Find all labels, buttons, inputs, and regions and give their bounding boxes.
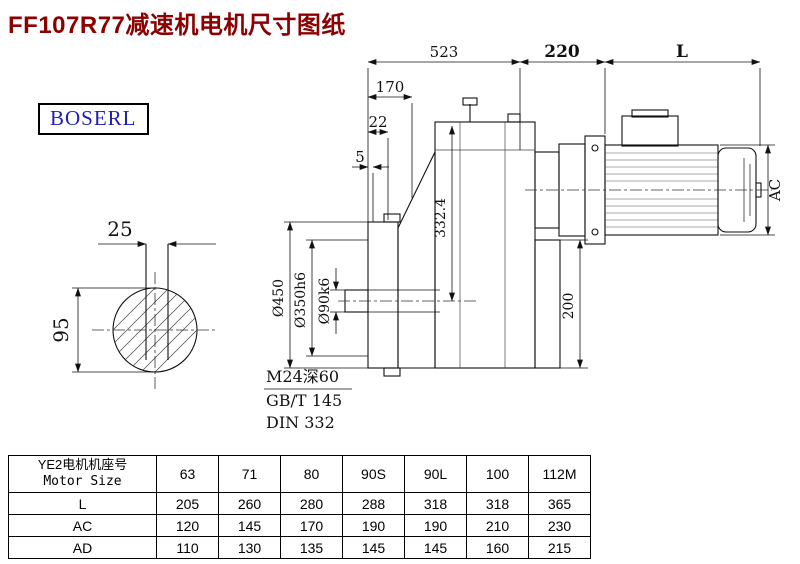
table-cell: 288 [342,492,405,515]
size-col-71: 71 [218,455,281,493]
row-label-AC: AC [8,514,157,537]
motor-size-table: YE2电机机座号 Motor Size 63 71 80 90S 90L 100… [8,455,591,559]
size-col-112M: 112M [528,455,591,493]
page-title: FF107R77减速机电机尺寸图纸 [8,12,346,39]
size-col-63: 63 [156,455,219,493]
table-cell: 318 [404,492,467,515]
table-row-AD: AD 110 130 135 145 145 160 215 [8,536,591,559]
table-cell: 210 [466,514,529,537]
motor [525,109,772,245]
size-col-90S: 90S [342,455,405,493]
dim-22: 22 [368,113,387,131]
table-row-L: L 205 260 280 288 318 318 365 [8,492,591,515]
dim-gearbox-length: 523 [430,43,459,61]
note-thread-spec: M24深60 [266,367,339,386]
dim-5: 5 [355,148,365,166]
brand-logo: BOSERL [38,103,149,135]
centerlines [92,272,218,390]
cooling-fins [605,152,718,228]
table-cell: 260 [218,492,281,515]
dimension-lines-left-view [72,241,216,373]
dim-key-width: 25 [107,217,132,241]
note-din-standard: DIN 332 [266,413,335,432]
table-cell: 215 [528,536,591,559]
terminal-box [621,115,679,147]
dim-170: 170 [376,78,405,96]
table-cell: 280 [280,492,343,515]
dim-height-200: 200 [561,293,577,320]
dim-shaft-diameter: 95 [49,317,73,342]
table-cell: 145 [342,536,405,559]
header-en: Motor Size [43,474,122,489]
dim-motor-height-AC: AC [766,179,784,202]
table-cell: 130 [218,536,281,559]
dim-adapter-length: 220 [544,42,580,62]
table-cell: 190 [404,514,467,537]
size-col-80: 80 [280,455,343,493]
technical-drawing: 25 95 [49,42,784,432]
note-gb-standard: GB/T 145 [266,391,342,410]
table-cell: 145 [404,536,467,559]
dim-motor-length-L: L [676,42,688,62]
table-cell: 170 [280,514,343,537]
row-label-AD: AD [8,536,157,559]
table-cell: 205 [156,492,219,515]
dimension-lines [264,59,775,390]
dim-bore-diameter: Ø90k6 [317,278,333,325]
table-cell: 120 [156,514,219,537]
row-label-L: L [8,492,157,515]
dim-spigot-diameter: Ø350h6 [293,272,309,328]
dim-flange-od: Ø450 [271,279,287,317]
shaft-end-view [72,241,218,390]
table-cell: 365 [528,492,591,515]
gearbox-housing [338,97,561,377]
table-cell: 190 [342,514,405,537]
header-cn: YE2电机机座号 [37,457,128,473]
table-header-row: YE2电机机座号 Motor Size 63 71 80 90S 90L 100… [8,455,591,493]
table-cell: 145 [218,514,281,537]
table-cell: 110 [156,536,219,559]
size-col-90L: 90L [404,455,467,493]
table-cell: 135 [280,536,343,559]
table-cell: 230 [528,514,591,537]
table-header-motor-size: YE2电机机座号 Motor Size [8,455,157,493]
dim-height-332: 332.4 [433,198,449,238]
table-row-AC: AC 120 145 170 190 190 210 230 [8,514,591,537]
size-col-100: 100 [466,455,529,493]
table-cell: 160 [466,536,529,559]
table-cell: 318 [466,492,529,515]
